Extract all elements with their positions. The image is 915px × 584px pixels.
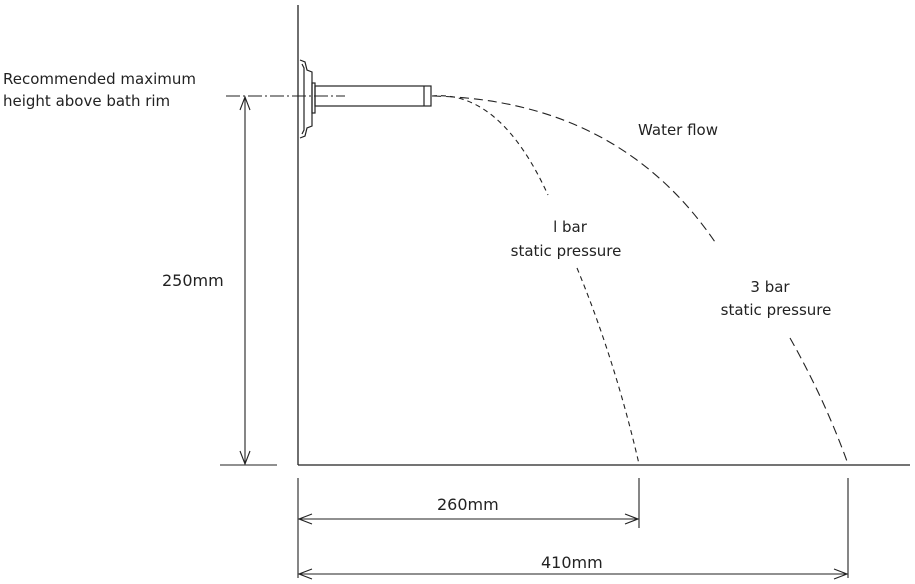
low-pressure-flow-curve (431, 95, 549, 196)
high-pressure-label-line1: 3 bar (750, 278, 790, 296)
reach-extension-lines (297, 478, 849, 578)
spout-icon (299, 59, 432, 139)
height-note-line1: Recommended maximum (3, 70, 196, 88)
height-dimension-label: 250mm (162, 271, 224, 290)
high-pressure-flow-curve-lower (789, 337, 849, 465)
high-pressure-flow-curve (431, 95, 718, 246)
low-pressure-label-line1: l bar (553, 218, 588, 236)
long-reach-label: 410mm (541, 553, 603, 572)
height-dimension-arrow (220, 95, 277, 466)
high-pressure-label-line2: static pressure (721, 301, 832, 319)
long-reach-dimension-arrow (297, 568, 849, 580)
height-note-line2: height above bath rim (3, 92, 170, 110)
low-pressure-label-line2: static pressure (511, 242, 622, 260)
water-flow-label: Water flow (638, 121, 718, 139)
low-pressure-flow-curve-lower (576, 267, 640, 465)
short-reach-dimension-arrow (297, 513, 640, 525)
short-reach-label: 260mm (437, 495, 499, 514)
